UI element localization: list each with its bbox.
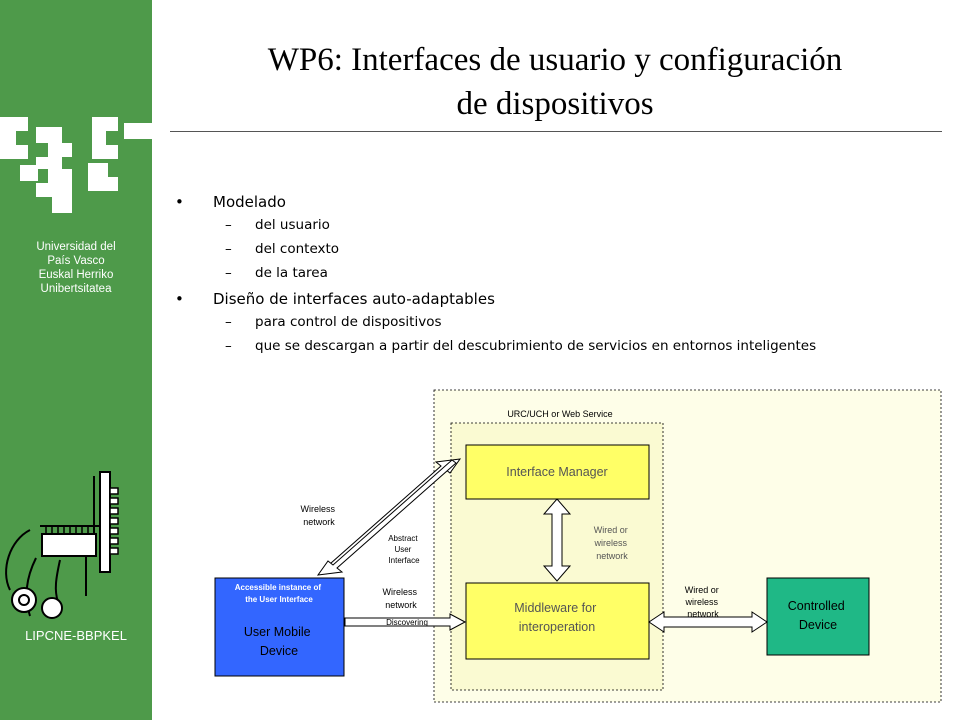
bullet-item: • Modelado <box>175 192 955 215</box>
university-name: Universidad del País Vasco Euskal Herrik… <box>0 240 152 296</box>
abstract-ui-label: Abstract User Interface <box>388 534 420 565</box>
service-label: URC/UCH or Web Service <box>507 409 612 419</box>
vertical-arrow <box>542 498 572 582</box>
sub-bullet-text: del usuario <box>255 217 330 233</box>
wireless-network-top-line: network <box>303 517 335 527</box>
university-line: Unibertsitatea <box>40 283 112 295</box>
sub-bullet-text: de la tarea <box>255 265 328 281</box>
title-divider <box>170 131 942 132</box>
bullet-dash: – <box>225 241 232 257</box>
user-device-header-line: Accessible instance of <box>235 583 322 592</box>
wireless-network-top-label: Wireless network <box>300 504 337 527</box>
wired-wireless-center-line: wireless <box>593 538 627 548</box>
interface-manager-box <box>465 444 650 500</box>
sub-bullet-item: – de la tarea <box>175 263 955 287</box>
bullet-dash: – <box>225 314 232 330</box>
controlled-device-box <box>766 577 870 656</box>
university-line: Universidad del <box>36 241 116 253</box>
bullet-dot: • <box>175 193 184 211</box>
sub-bullet-text: para control de dispositivos <box>255 314 442 330</box>
middleware-box <box>465 582 650 660</box>
sub-bullet-text: que se descargan a partir del descubrimi… <box>255 338 817 354</box>
wired-wireless-right-label: Wired or wireless network <box>684 585 721 619</box>
bullet-list: • Modelado – del usuario – del contexto – de… <box>175 192 955 360</box>
sub-bullet-item: – del contexto <box>175 239 955 263</box>
bullet-dash: – <box>225 265 232 281</box>
wired-wireless-center-line: Wired or <box>594 525 628 535</box>
controlled-device-line: Device <box>799 618 837 632</box>
user-device-line: User Mobile <box>244 625 311 639</box>
bullet-item: • Diseño de interfaces auto-adaptables <box>175 289 955 312</box>
university-line: Euskal Herriko <box>38 269 114 281</box>
bullet-text: Modelado <box>213 193 286 211</box>
user-device-label: User Mobile Device <box>244 625 314 658</box>
wired-wireless-center-label: Wired or wireless network <box>593 525 630 561</box>
middleware-label: Middleware for interoperation <box>514 601 599 634</box>
interface-manager-label: Interface Manager <box>506 465 607 479</box>
sub-bullet-text: del contexto <box>255 241 340 257</box>
sub-bullet-item: – que se descargan a partir del descubrim… <box>175 336 955 360</box>
discovering-label: Discovering <box>386 618 428 627</box>
middleware-line: Middleware for <box>514 601 596 615</box>
middleware-line: interoperation <box>519 620 595 634</box>
lab-name: LIPCNE-BBPKEL <box>25 628 127 643</box>
wired-wireless-right-line: wireless <box>684 597 718 607</box>
abstract-ui-line: User <box>394 545 411 554</box>
bullet-dash: – <box>225 217 232 233</box>
discovering-arrow <box>344 613 467 631</box>
abstract-ui-line: Abstract <box>388 534 418 543</box>
sidebar: Universidad del País Vasco Euskal Herrik… <box>0 0 152 720</box>
user-device-box <box>214 577 345 677</box>
wired-wireless-center-line: network <box>596 551 628 561</box>
bullet-text: Diseño de interfaces auto-adaptables <box>213 290 495 308</box>
wired-wireless-right-line: Wired or <box>685 585 719 595</box>
diagonal-arrow <box>316 458 462 576</box>
wireless-network-bottom-label: Wireless network <box>382 587 419 610</box>
controlled-device-line: Controlled <box>788 599 845 613</box>
university-logo <box>0 117 152 213</box>
sub-bullet-item: – para control de dispositivos <box>175 312 955 336</box>
bullet-dot: • <box>175 290 184 308</box>
wired-wireless-right-line: network <box>687 609 719 619</box>
university-line: País Vasco <box>47 255 105 267</box>
wireless-network-top-line: Wireless <box>300 504 335 514</box>
bullet-dash: – <box>225 338 232 354</box>
chip-illustration <box>5 471 119 619</box>
abstract-ui-line: Interface <box>388 556 420 565</box>
title-line: WP6: Interfaces de usuario y configuraci… <box>267 42 843 78</box>
right-double-arrow <box>648 611 768 633</box>
wireless-network-bottom-line: network <box>385 600 417 610</box>
wireless-network-bottom-line: Wireless <box>382 587 417 597</box>
sub-bullet-item: – del usuario <box>175 215 955 239</box>
user-device-header: Accessible instance of the User Interfac… <box>235 583 324 604</box>
user-device-header-line: the User Interface <box>245 595 313 604</box>
user-device-line: Device <box>260 644 298 658</box>
title-line: de dispositivos <box>456 86 654 122</box>
controlled-device-label: Controlled Device <box>788 599 848 632</box>
page-title: WP6: Interfaces de usuario y configuraci… <box>170 38 940 126</box>
